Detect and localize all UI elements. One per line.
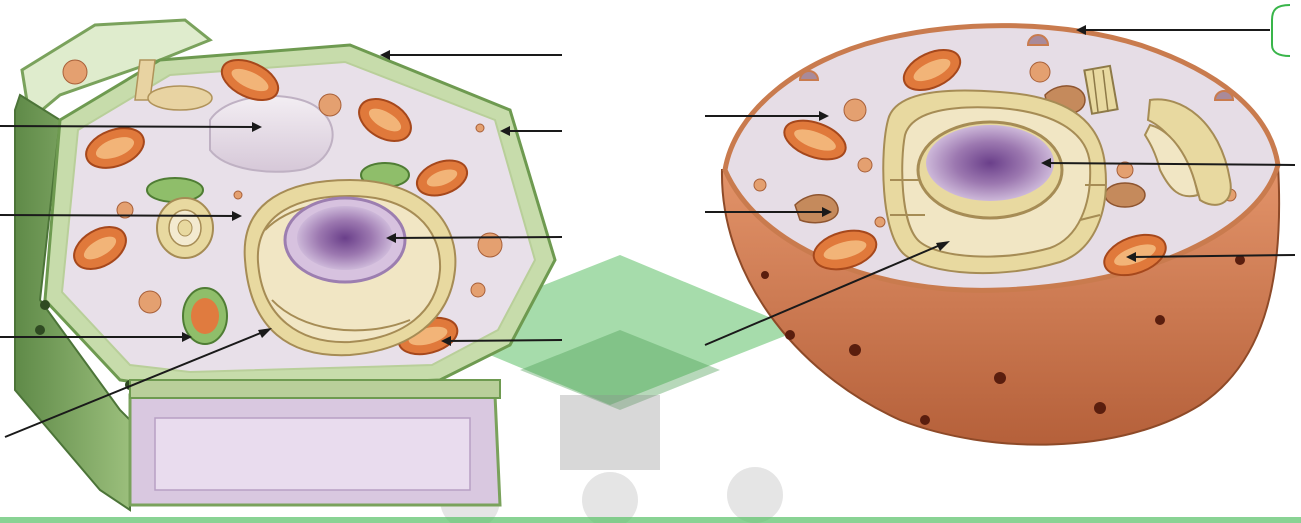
nucleus bbox=[926, 125, 1054, 201]
plasmodesma bbox=[35, 325, 45, 335]
cell-wall-front-edge bbox=[130, 380, 500, 398]
label-box-edge bbox=[1272, 5, 1290, 56]
plasmodesma bbox=[40, 300, 50, 310]
vacuole bbox=[210, 96, 333, 172]
label-arrow-nucleus bbox=[390, 237, 562, 238]
cell-wall-front-inner bbox=[155, 418, 470, 490]
chloroplast bbox=[147, 178, 203, 202]
label-arrow-mitochondrion bbox=[445, 340, 562, 341]
label-arrow-vacuole bbox=[0, 126, 258, 127]
nucleolus bbox=[297, 206, 393, 270]
animal-cell bbox=[722, 26, 1279, 445]
lysosome bbox=[795, 195, 838, 223]
golgi-body bbox=[148, 86, 212, 110]
plant-cell bbox=[15, 20, 555, 510]
lysosome bbox=[1105, 183, 1145, 207]
golgi-coil bbox=[157, 198, 213, 258]
chloroplast bbox=[183, 288, 227, 344]
label-arrow-cytoplasm bbox=[0, 215, 238, 216]
